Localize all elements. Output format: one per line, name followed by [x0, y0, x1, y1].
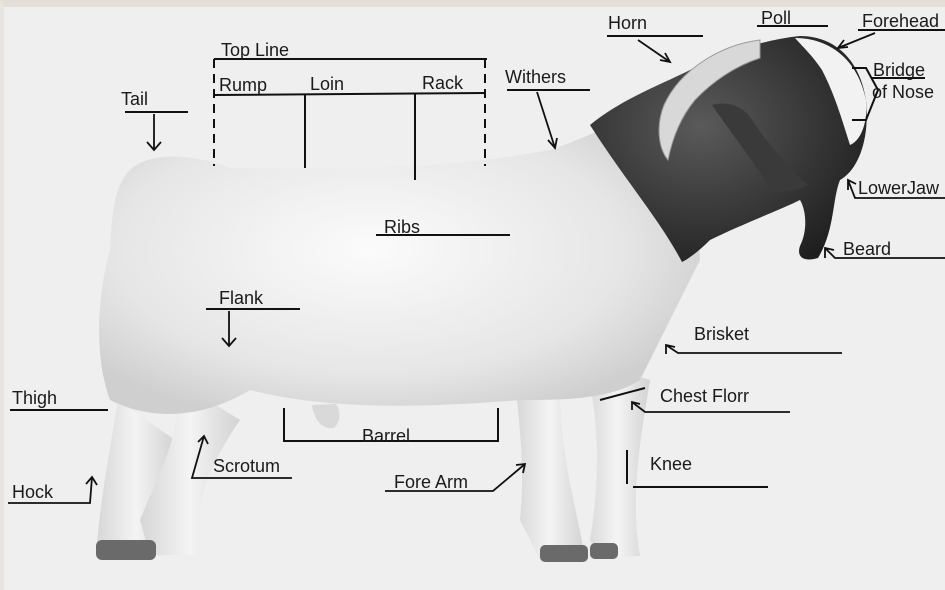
label-loin: Loin	[310, 74, 344, 94]
label-poll: Poll	[761, 8, 791, 28]
label-chest-floor: Chest Florr	[660, 386, 749, 406]
forehead-arrow	[838, 33, 875, 48]
label-bridge-line2: of Nose	[872, 82, 934, 102]
label-rack: Rack	[422, 73, 464, 93]
label-hock: Hock	[12, 482, 54, 502]
label-flank: Flank	[219, 288, 264, 308]
goat-body	[96, 36, 867, 562]
label-tail: Tail	[121, 89, 148, 109]
label-forehead: Forehead	[862, 11, 939, 31]
label-scrotum: Scrotum	[213, 456, 280, 476]
label-bridge-line1: Bridge	[873, 60, 925, 80]
brisket-arrow	[666, 345, 842, 354]
label-rump: Rump	[219, 75, 267, 95]
label-beard: Beard	[843, 239, 891, 259]
label-horn: Horn	[608, 13, 647, 33]
horn-arrow	[638, 40, 670, 62]
withers-arrow	[537, 92, 557, 148]
label-ribs: Ribs	[384, 217, 420, 237]
label-withers: Withers	[505, 67, 566, 87]
label-barrel: Barrel	[362, 426, 410, 446]
label-brisket: Brisket	[694, 324, 749, 344]
label-thigh: Thigh	[12, 388, 57, 408]
label-top-line: Top Line	[221, 40, 289, 60]
tail-arrow	[147, 114, 161, 150]
label-knee: Knee	[650, 454, 692, 474]
label-fore-arm: Fore Arm	[394, 472, 468, 492]
label-lower-jaw: LowerJaw	[858, 178, 940, 198]
